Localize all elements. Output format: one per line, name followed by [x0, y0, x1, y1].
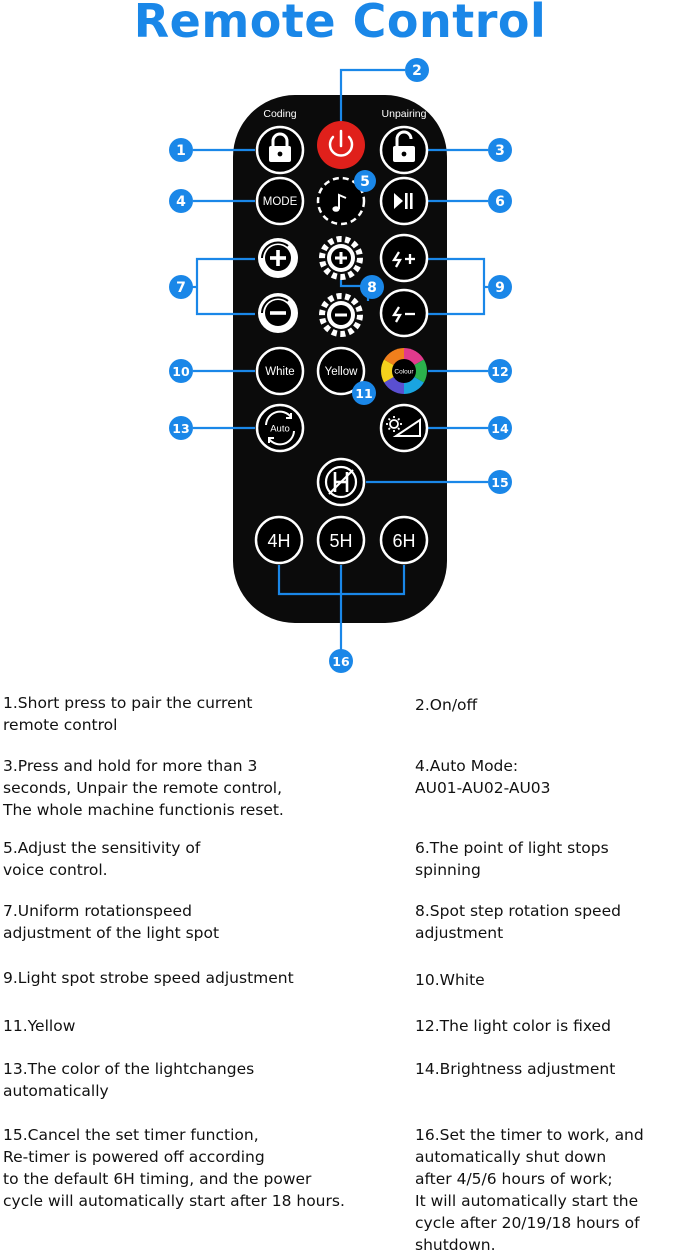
mode-button[interactable]: MODE	[255, 176, 305, 226]
white-button[interactable]: White	[255, 346, 305, 396]
auto-color-button[interactable]: Auto	[255, 403, 305, 453]
stop-spin-button[interactable]	[379, 176, 429, 226]
callout-badge	[169, 138, 193, 162]
callout-badge	[354, 170, 376, 192]
callout-number: 9	[495, 280, 505, 296]
cancel-timer-button[interactable]	[316, 457, 366, 507]
timer-6h-button[interactable]: 6H	[379, 515, 429, 565]
description-12: 12.The light color is fixed	[415, 1017, 611, 1035]
callout-number: 13	[172, 421, 189, 436]
callout-number: 5	[360, 174, 370, 190]
description-10: 10.White	[415, 971, 485, 989]
callout-number: 14	[491, 421, 509, 436]
callout-number: 11	[355, 386, 372, 401]
callout-number: 7	[176, 280, 186, 296]
callout-number: 4	[176, 194, 186, 210]
timer-4h-button[interactable]: 4H	[254, 515, 304, 565]
timer-4h-label: 4H	[267, 531, 290, 551]
callout-badge	[352, 381, 376, 405]
callout-badge	[488, 470, 512, 494]
description-4: 4.Auto Mode: AU01-AU02-AU03	[415, 757, 551, 797]
sound-sensitivity-button[interactable]	[316, 176, 366, 226]
auto-cycle-icon	[265, 410, 295, 446]
description-1: 1.Short press to pair the current remote…	[3, 694, 253, 734]
callout-number: 3	[495, 143, 505, 159]
description-5: 5.Adjust the sensitivity of voice contro…	[3, 839, 201, 879]
brightness-button[interactable]	[379, 403, 429, 453]
unpair-button[interactable]	[379, 125, 429, 175]
callout-number: 2	[412, 63, 422, 79]
callout-number: 12	[491, 364, 508, 379]
colour-button[interactable]: Colour	[381, 348, 427, 394]
lightning-minus-icon	[391, 306, 415, 323]
pair-button[interactable]	[255, 125, 305, 175]
power-button[interactable]	[317, 121, 365, 169]
speed-up-button[interactable]	[258, 238, 298, 278]
colour-label: Colour	[394, 369, 414, 376]
callout-badge	[405, 58, 429, 82]
callout-number: 6	[495, 194, 505, 210]
speed-down-button[interactable]	[258, 293, 298, 333]
callout-number: 15	[491, 475, 508, 490]
page-title: Remote Control	[133, 0, 547, 48]
description-15: 15.Cancel the set timer function, Re-tim…	[3, 1126, 345, 1210]
timer-5h-button[interactable]: 5H	[316, 515, 366, 565]
callout-badge	[488, 189, 512, 213]
callout-badge	[488, 138, 512, 162]
description-2: 2.On/off	[415, 696, 478, 714]
callout-badge	[488, 359, 512, 383]
unpairing-label: Unpairing	[382, 108, 427, 120]
step-speed-down-button[interactable]	[319, 293, 363, 337]
description-16: 16.Set the timer to work, and automatica…	[415, 1126, 644, 1254]
strobe-down-button[interactable]	[379, 288, 429, 338]
callout-number: 1	[176, 143, 186, 159]
description-3: 3.Press and hold for more than 3 seconds…	[3, 757, 284, 819]
callout-badge	[329, 649, 353, 673]
yellow-label: Yellow	[325, 366, 359, 378]
play-pause-icon	[394, 193, 413, 209]
callout-number: 10	[172, 364, 190, 379]
callout-badge	[169, 275, 193, 299]
callout-badge	[488, 416, 512, 440]
callout-badge	[169, 189, 193, 213]
description-7: 7.Uniform rotationspeed adjustment of th…	[3, 902, 220, 942]
yellow-button[interactable]: Yellow	[316, 346, 366, 396]
lock-open-icon	[393, 130, 415, 162]
description-14: 14.Brightness adjustment	[415, 1060, 616, 1078]
remote-diagram: Coding Unpairing MODE	[169, 58, 512, 673]
timer-5h-label: 5H	[329, 531, 352, 551]
callout-badge	[169, 359, 193, 383]
callout-number: 16	[332, 654, 350, 669]
power-icon	[328, 129, 354, 157]
description-11: 11.Yellow	[3, 1017, 76, 1035]
h-icon	[328, 469, 354, 495]
callout-badge	[169, 416, 193, 440]
description-6: 6.The point of light stops spinning	[415, 839, 609, 879]
lock-closed-icon	[269, 132, 291, 162]
plus-icon	[270, 250, 286, 266]
description-8: 8.Spot step rotation speed adjustment	[415, 902, 621, 942]
mode-label: MODE	[263, 196, 298, 208]
strobe-up-button[interactable]	[379, 233, 429, 283]
white-label: White	[265, 366, 294, 378]
callout-badge	[488, 275, 512, 299]
auto-label: Auto	[270, 424, 290, 435]
brightness-icon	[386, 416, 421, 437]
callout-number: 8	[367, 280, 377, 296]
colour-wheel-icon	[381, 348, 427, 394]
description-13: 13.The color of the lightchanges automat…	[3, 1060, 255, 1100]
step-speed-up-button[interactable]	[319, 236, 363, 280]
coding-label: Coding	[263, 108, 296, 120]
callout-badge	[360, 275, 384, 299]
music-note-icon	[332, 193, 347, 212]
gear-plus-icon	[335, 252, 347, 264]
lightning-plus-icon	[391, 251, 415, 268]
description-9: 9.Light spot strobe speed adjustment	[3, 969, 294, 987]
timer-6h-label: 6H	[392, 531, 415, 551]
